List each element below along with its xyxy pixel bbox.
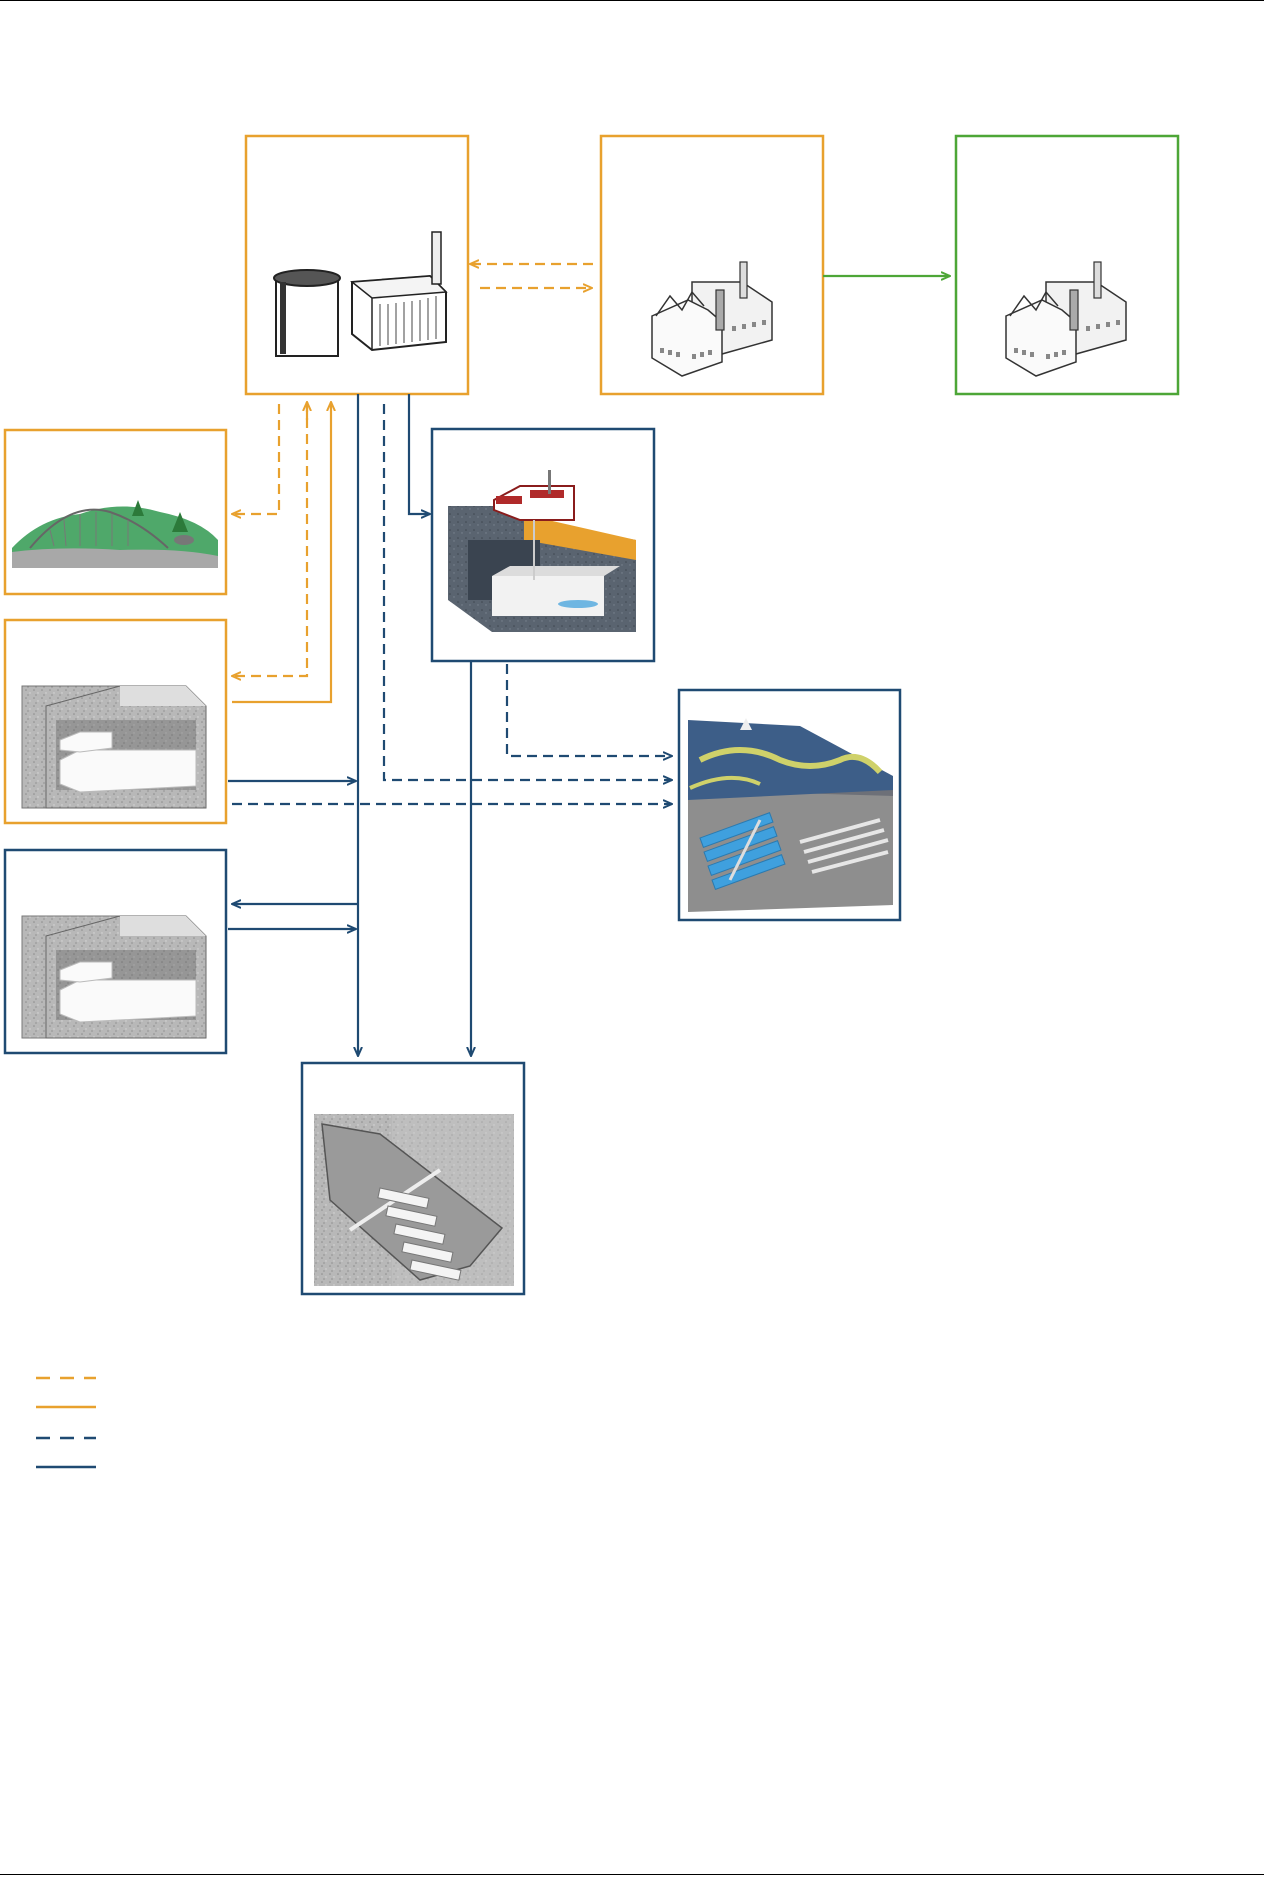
- node-deep-geological-repository: [300, 1061, 526, 1296]
- node-interim-storage-orange: [3, 618, 228, 825]
- node-mox-fabrication: [954, 134, 1180, 396]
- edge-interim-to-reactor-solid: [232, 402, 331, 704]
- edge-reactor-to-near-surface: [407, 394, 430, 514]
- node-reactor: [244, 134, 470, 396]
- factory-icon: [1005, 261, 1127, 377]
- deep-tunnel-icon: [314, 1114, 514, 1286]
- repository-cutaway-icon: [448, 470, 636, 632]
- node-reprocessing: [599, 134, 825, 396]
- edge-reactor-to-intermediate-dashed: [382, 404, 672, 780]
- node-near-surface-repository: [430, 427, 656, 663]
- legend-row-3: [36, 1429, 436, 1449]
- underground-tunnels-icon: [688, 718, 893, 912]
- legend: [36, 1376, 96, 1469]
- legend-row-1: [36, 1369, 436, 1389]
- storage-vault-icon: [21, 915, 207, 1039]
- node-interim-storage-navy: [3, 848, 228, 1055]
- node-surface-disposal: [3, 428, 228, 596]
- node-intermediate-repository: [677, 688, 902, 922]
- bottom-rule: [0, 1874, 1264, 1875]
- edge-reactor-to-surface-disposal: [232, 404, 281, 514]
- edge-reactor-to-interim-dashed: [232, 402, 309, 676]
- factory-icon: [651, 261, 773, 377]
- edge-near-surface-to-intermediate: [505, 664, 672, 756]
- top-rule: [0, 0, 1264, 1]
- legend-row-4: [36, 1458, 436, 1478]
- reactor-containment-icon: [273, 231, 448, 357]
- legend-row-2: [36, 1398, 436, 1418]
- surface-landfill-icon: [12, 500, 218, 568]
- connectors: [228, 264, 950, 1056]
- storage-vault-icon: [21, 685, 207, 809]
